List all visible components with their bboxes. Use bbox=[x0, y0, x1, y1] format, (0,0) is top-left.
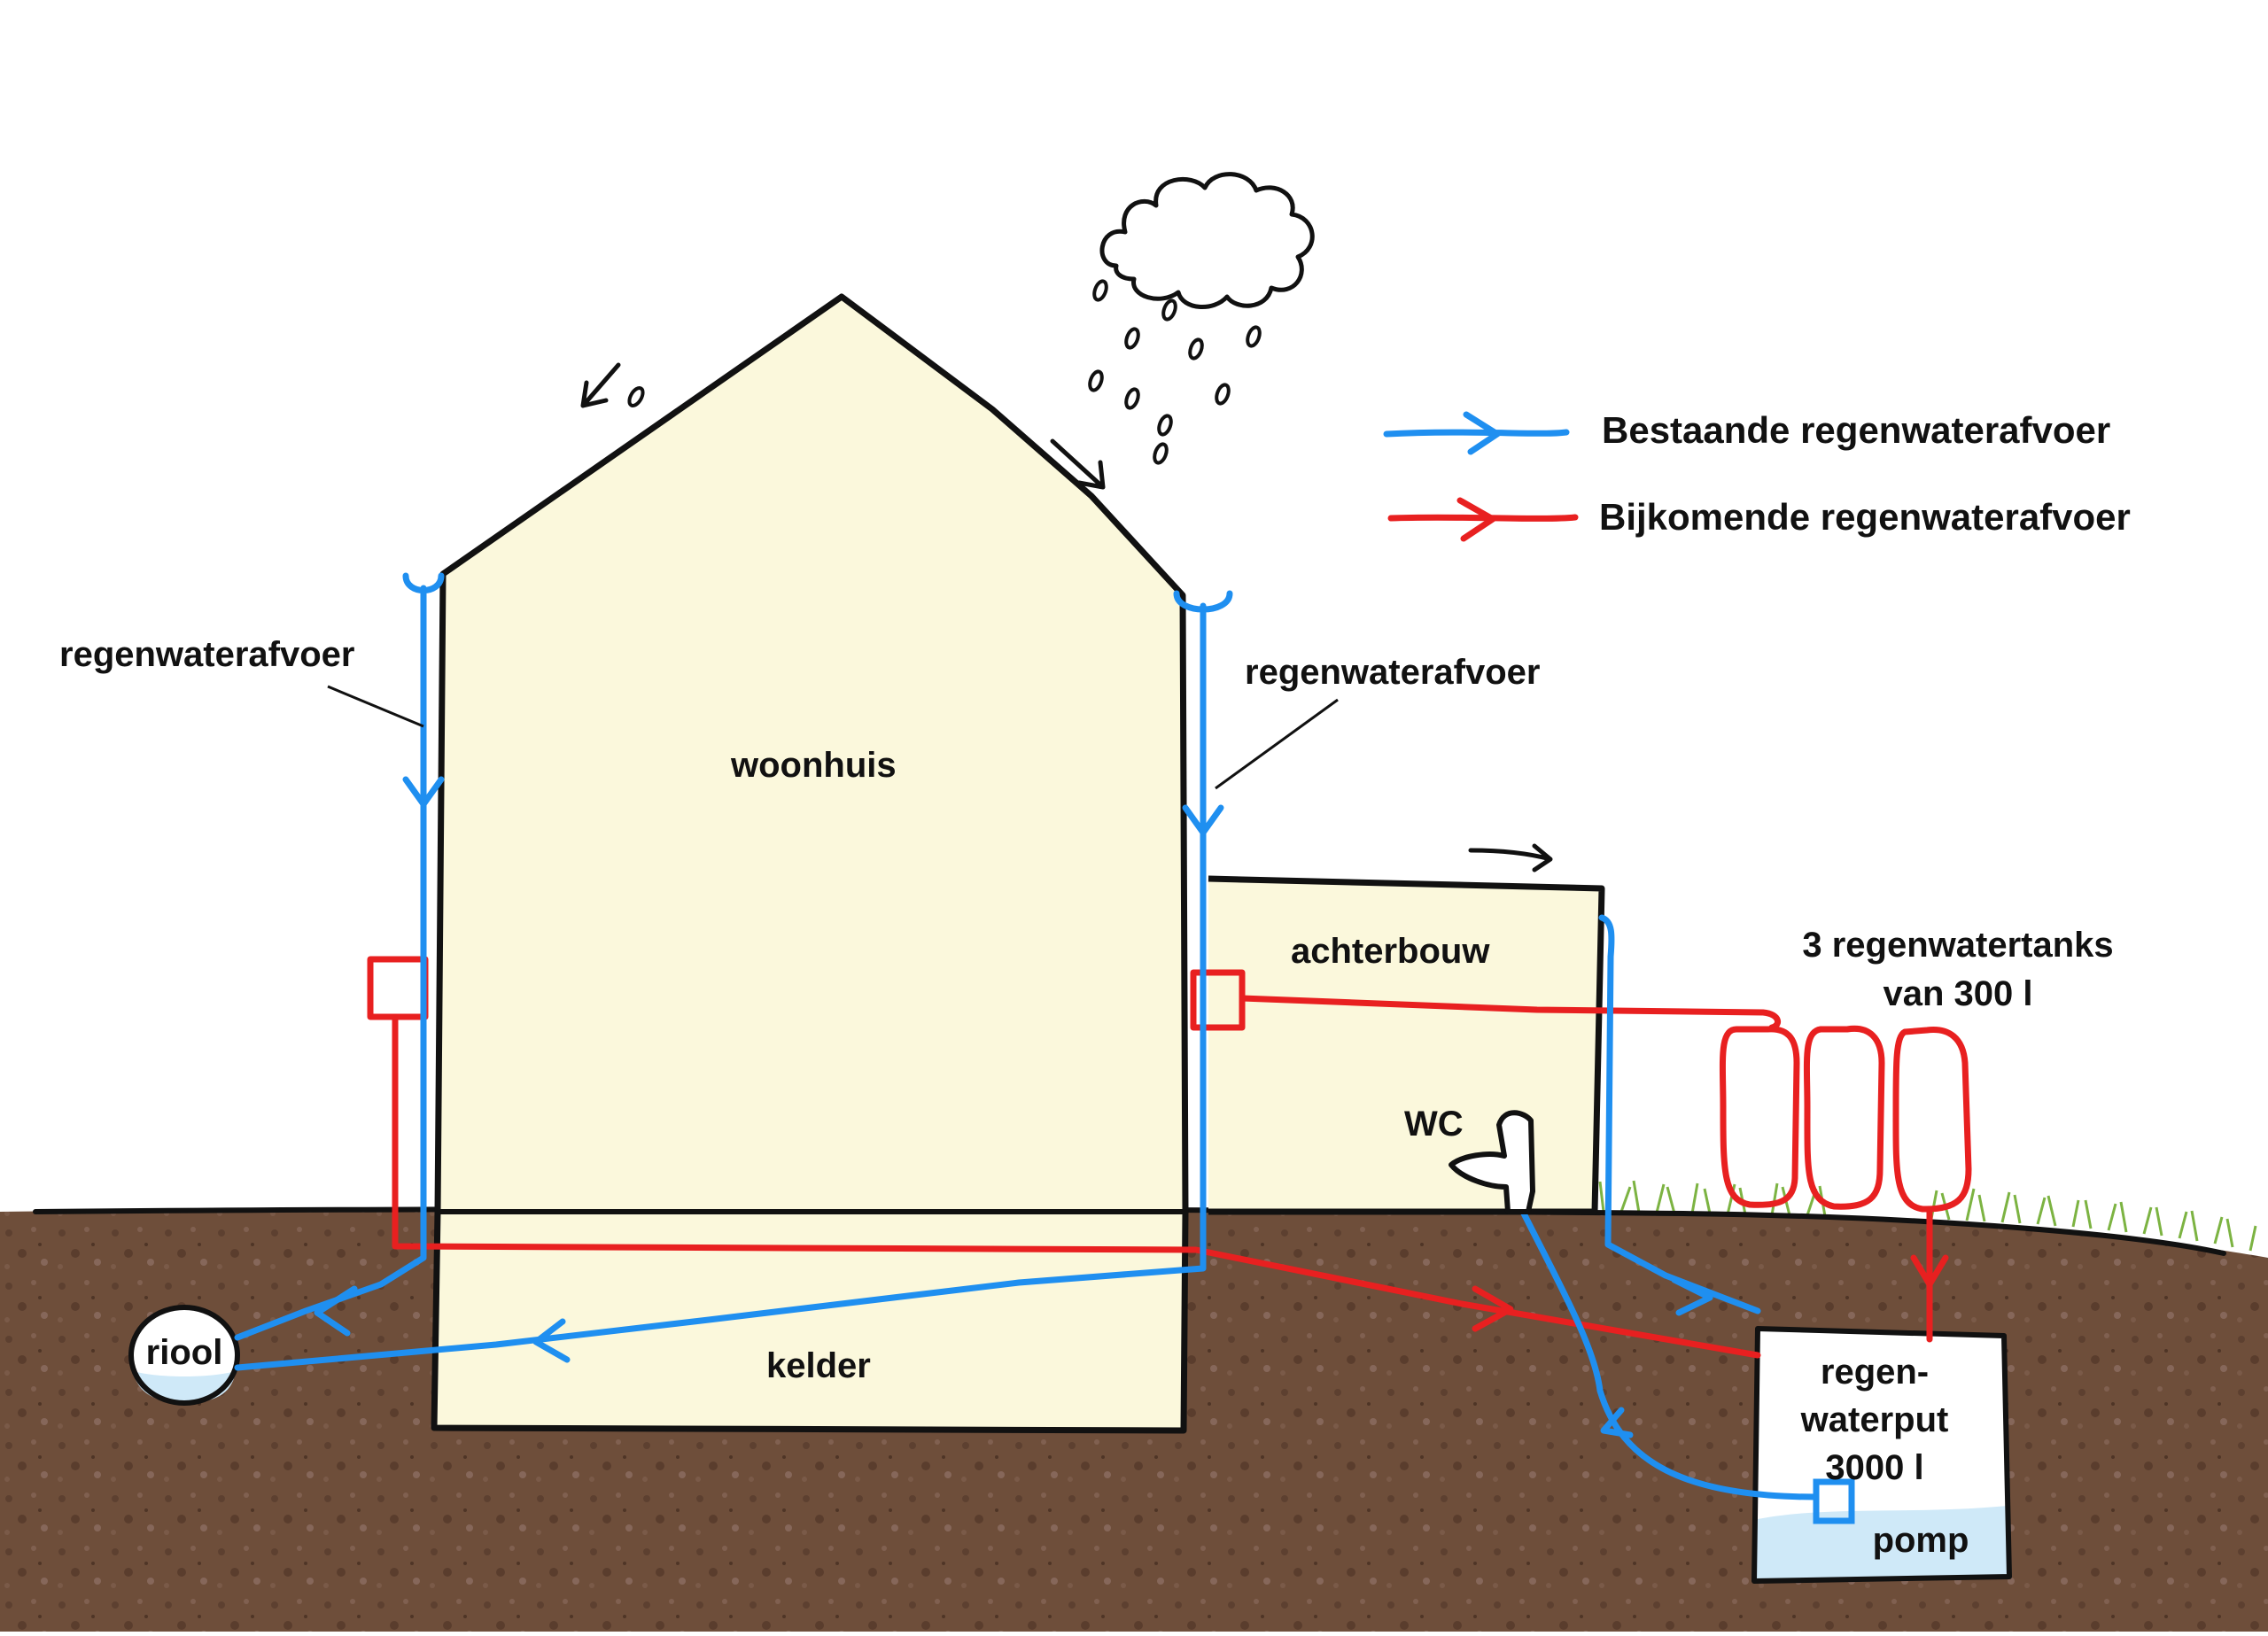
leader-lines bbox=[327, 685, 1339, 790]
well-label-line3: 3000 l bbox=[1825, 1448, 1923, 1487]
legend-new-label: Bijkomende regenwaterafvoer bbox=[1599, 496, 2131, 538]
legend-existing: Bestaande regenwaterafvoer bbox=[1383, 409, 2110, 455]
annex-outline bbox=[1208, 875, 1605, 1215]
annex-label: achterbouw bbox=[1291, 932, 1490, 971]
house-label: woonhuis bbox=[730, 746, 897, 785]
well-label-line1: regen- bbox=[1821, 1353, 1929, 1392]
legend-existing-label: Bestaande regenwaterafvoer bbox=[1602, 409, 2110, 451]
left-drain-label: regenwaterafvoer bbox=[59, 635, 354, 674]
toilet-label: WC bbox=[1404, 1105, 1464, 1144]
sewer bbox=[128, 1305, 240, 1406]
legend: Bestaande regenwaterafvoer Bijkomende re… bbox=[1383, 409, 2131, 542]
pump-label: pomp bbox=[1873, 1521, 1969, 1560]
new-drainage-arrows bbox=[1472, 1254, 1949, 1332]
legend-new: Bijkomende regenwaterafvoer bbox=[1387, 496, 2131, 542]
well-label-line2: waterput bbox=[1800, 1400, 1949, 1439]
sewer-label: riool bbox=[146, 1333, 223, 1372]
existing-drainage-pipes bbox=[234, 572, 1820, 1500]
existing-drainage-arrows bbox=[314, 776, 1713, 1438]
cloud-icon bbox=[1099, 172, 1315, 309]
house-outline bbox=[431, 293, 1189, 1434]
tanks-label-line2: van 300 l bbox=[1883, 974, 2032, 1013]
right-drain-label: regenwaterafvoer bbox=[1245, 653, 1540, 692]
arrow-icon bbox=[580, 362, 1553, 872]
cellar-label: kelder bbox=[766, 1346, 871, 1385]
toilet-icon bbox=[1449, 1110, 1535, 1214]
pump-icon bbox=[1813, 1478, 1855, 1524]
rain-icon bbox=[627, 279, 1262, 465]
tanks-label-line1: 3 regenwatertanks bbox=[1802, 926, 2113, 965]
